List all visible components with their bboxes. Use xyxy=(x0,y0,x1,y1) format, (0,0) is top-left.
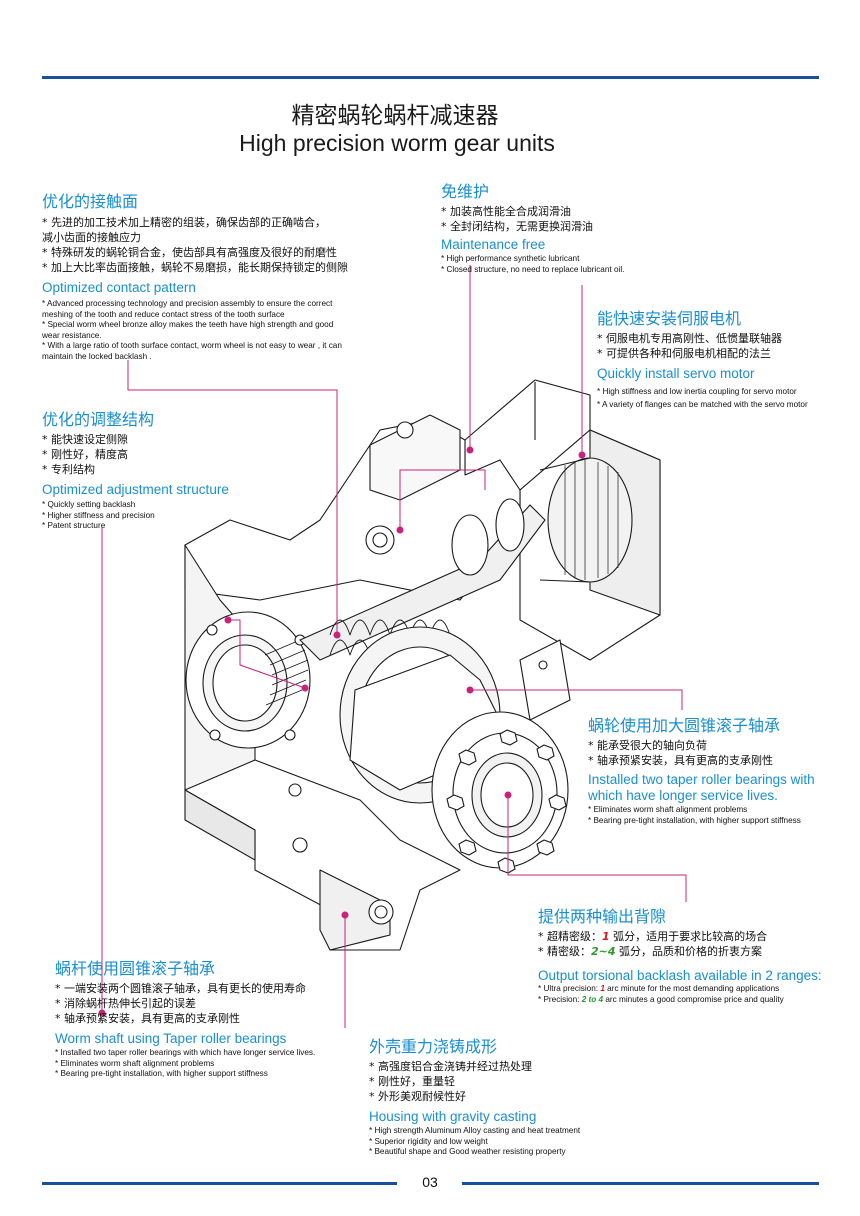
list-item: * 先进的加工技术加上精密的组装，确保齿部的正确啮合， xyxy=(42,216,326,229)
contact-heading-cn: 优化的接触面 xyxy=(42,192,139,211)
wheel-bearings-heading-en-2: which have longer service lives. xyxy=(588,788,778,803)
worm-shaft-heading-en: Worm shaft using Taper roller bearings xyxy=(55,1031,287,1046)
adjustment-heading-cn: 优化的调整结构 xyxy=(42,410,155,429)
list-item: * 可提供各种和伺服电机相配的法兰 xyxy=(597,347,771,360)
list-item: * Patent structure xyxy=(42,521,106,530)
list-item: * Eliminates worm shaft alignment proble… xyxy=(588,805,748,814)
backlash-list-en: * Ultra precision: 1 arc minute for the … xyxy=(538,984,828,1005)
list-item: * 能承受很大的轴向负荷 xyxy=(588,739,707,752)
backlash-heading-cn: 提供两种输出背隙 xyxy=(538,907,667,926)
list-item: * 一端安装两个圆锥滚子轴承，具有更长的使用寿命 xyxy=(55,982,306,995)
housing-list-cn: * 高强度铝合金浇铸并经过热处理 * 刚性好，重量轻 * 外形美观耐候性好 xyxy=(369,1059,639,1104)
bottom-rule-left xyxy=(42,1182,397,1185)
servo-list-en: * High stiffness and low inertia couplin… xyxy=(597,385,847,411)
list-item: * 全封闭结构，无需更换润滑油 xyxy=(441,220,593,233)
contact-heading-en: Optimized contact pattern xyxy=(42,280,196,295)
list-item: * Quickly setting backlash xyxy=(42,500,136,509)
maintenance-heading-en: Maintenance free xyxy=(441,237,546,252)
list-item: * 刚性好，重量轻 xyxy=(369,1075,455,1088)
list-item: * Advanced processing technology and pre… xyxy=(42,299,333,308)
list-item: * 轴承预紧安装，具有更高的支承刚性 xyxy=(55,1012,240,1025)
section-maintenance-free: 免维护 * 加装高性能全合成润滑油 * 全封闭结构，无需更换润滑油 Mainte… xyxy=(441,178,741,275)
list-item: * Installed two taper roller bearings wi… xyxy=(55,1048,316,1057)
list-item: * 刚性好，精度高 xyxy=(42,448,128,461)
section-contact-pattern: 优化的接触面 * 先进的加工技术加上精密的组装，确保齿部的正确啮合， 减小齿面的… xyxy=(42,188,372,362)
maintenance-heading-cn: 免维护 xyxy=(441,182,490,201)
top-rule xyxy=(42,76,819,79)
backlash-heading-en: Output torsional backlash available in 2… xyxy=(538,968,822,983)
servo-heading-en: Quickly install servo motor xyxy=(597,366,755,381)
page-title-cn: 精密蜗轮蜗杆减速器 xyxy=(291,103,499,129)
worm-shaft-heading-cn: 蜗杆使用圆锥滚子轴承 xyxy=(55,959,216,978)
housing-heading-cn: 外壳重力浇铸成形 xyxy=(369,1037,498,1056)
housing-heading-en: Housing with gravity casting xyxy=(369,1109,537,1124)
list-item: * Beautiful shape and Good weather resis… xyxy=(369,1147,566,1156)
list-item: * 加装高性能全合成润滑油 xyxy=(441,205,571,218)
adjustment-list-cn: * 能快速设定侧隙 * 刚性好，精度高 * 专利结构 xyxy=(42,432,302,477)
worm-shaft-list-cn: * 一端安装两个圆锥滚子轴承，具有更长的使用寿命 * 消除蜗杆热伸长引起的误差 … xyxy=(55,981,355,1026)
wheel-bearings-list-cn: * 能承受很大的轴向负荷 * 轴承预紧安装，具有更高的支承刚性 xyxy=(588,738,828,768)
housing-list-en: * High strength Aluminum Alloy casting a… xyxy=(369,1126,639,1158)
list-item: * 能快速设定侧隙 xyxy=(42,433,128,446)
contact-list-en: * Advanced processing technology and pre… xyxy=(42,299,372,362)
list-item: * Eliminates worm shaft alignment proble… xyxy=(55,1058,215,1068)
adjustment-list-en: * Quickly setting backlash * Higher stif… xyxy=(42,500,302,532)
wheel-bearings-list-en: * Eliminates worm shaft alignment proble… xyxy=(588,805,828,826)
contact-list-cn: * 先进的加工技术加上精密的组装，确保齿部的正确啮合， 减小齿面的接触应力 * … xyxy=(42,215,372,275)
maintenance-list-en: * High performance synthetic lubricant *… xyxy=(441,254,741,275)
list-item: * Higher stiffness and precision xyxy=(42,510,155,520)
list-item: maintain the locked backlash . xyxy=(42,351,152,361)
list-item: * High strength Aluminum Alloy casting a… xyxy=(369,1126,581,1135)
section-output-backlash: 提供两种输出背隙 * 超精密级：1 弧分，适用于要求比较高的场合 * 精密级：2… xyxy=(538,903,828,1005)
list-item: * 高强度铝合金浇铸并经过热处理 xyxy=(369,1060,532,1073)
list-item: 减小齿面的接触应力 xyxy=(42,231,141,244)
list-item: * Ultra precision: 1 arc minute for the … xyxy=(538,984,780,993)
list-item: * 超精密级：1 弧分，适用于要求比较高的场合 xyxy=(538,930,768,943)
list-item: * With a large ratio of tooth surface co… xyxy=(42,341,342,350)
list-item: * 消除蜗杆热伸长引起的误差 xyxy=(55,997,196,1010)
adjustment-heading-en: Optimized adjustment structure xyxy=(42,482,229,497)
section-wheel-bearings: 蜗轮使用加大圆锥滚子轴承 * 能承受很大的轴向负荷 * 轴承预紧安装，具有更高的… xyxy=(588,712,828,826)
page-title-en: High precision worm gear units xyxy=(239,130,555,156)
list-item: * High stiffness and low inertia couplin… xyxy=(597,387,797,396)
section-housing: 外壳重力浇铸成形 * 高强度铝合金浇铸并经过热处理 * 刚性好，重量轻 * 外形… xyxy=(369,1033,639,1158)
list-item: * 加上大比率齿面接触，蜗轮不易磨损，能长期保持锁定的侧隙 xyxy=(42,261,348,274)
precision-value: 2~4 xyxy=(591,945,616,958)
list-item: * 精密级：2~4 弧分，品质和价格的折衷方案 xyxy=(538,945,763,958)
list-item: * Bearing pre-tight installation, with h… xyxy=(55,1069,268,1078)
section-adjustment-structure: 优化的调整结构 * 能快速设定侧隙 * 刚性好，精度高 * 专利结构 Optim… xyxy=(42,406,302,532)
list-item: meshing of the tooth and reduce contact … xyxy=(42,309,285,319)
worm-shaft-list-en: * Installed two taper roller bearings wi… xyxy=(55,1048,355,1080)
list-item: * Special worm wheel bronze alloy makes … xyxy=(42,320,334,329)
page-number: 03 xyxy=(422,1174,438,1190)
wheel-bearings-heading-cn: 蜗轮使用加大圆锥滚子轴承 xyxy=(588,716,781,735)
list-item: * 轴承预紧安装，具有更高的支承刚性 xyxy=(588,754,773,767)
servo-heading-cn: 能快速安装伺服电机 xyxy=(597,309,742,328)
list-item: * Bearing pre-tight installation, with h… xyxy=(588,815,801,825)
list-item: * Closed structure, no need to replace l… xyxy=(441,264,625,274)
list-item: * 特殊研发的蜗轮铜合金，使齿部具有高强度及很好的耐磨性 xyxy=(42,246,337,259)
wheel-bearings-heading-en-1: Installed two taper roller bearings with xyxy=(588,772,815,787)
bottom-rule-right xyxy=(462,1182,819,1185)
backlash-list-cn: * 超精密级：1 弧分，适用于要求比较高的场合 * 精密级：2~4 弧分，品质和… xyxy=(538,929,828,959)
list-item: wear resistance. xyxy=(42,330,102,340)
list-item: * 伺服电机专用高刚性、低惯量联轴器 xyxy=(597,332,782,345)
servo-list-cn: * 伺服电机专用高刚性、低惯量联轴器 * 可提供各种和伺服电机相配的法兰 xyxy=(597,331,847,361)
section-worm-shaft: 蜗杆使用圆锥滚子轴承 * 一端安装两个圆锥滚子轴承，具有更长的使用寿命 * 消除… xyxy=(55,955,355,1080)
list-item: * 外形美观耐候性好 xyxy=(369,1090,466,1103)
list-item: * High performance synthetic lubricant xyxy=(441,254,580,263)
list-item: * 专利结构 xyxy=(42,463,95,476)
section-servo-motor: 能快速安装伺服电机 * 伺服电机专用高刚性、低惯量联轴器 * 可提供各种和伺服电… xyxy=(597,305,847,411)
list-item: * Superior rigidity and low weight xyxy=(369,1136,488,1146)
list-item: * A variety of flanges can be matched wi… xyxy=(597,400,808,409)
ultra-precision-value: 1 xyxy=(602,930,610,943)
list-item: * Precision: 2 to 4 arc minutes a good c… xyxy=(538,994,784,1004)
maintenance-list-cn: * 加装高性能全合成润滑油 * 全封闭结构，无需更换润滑油 xyxy=(441,204,741,234)
